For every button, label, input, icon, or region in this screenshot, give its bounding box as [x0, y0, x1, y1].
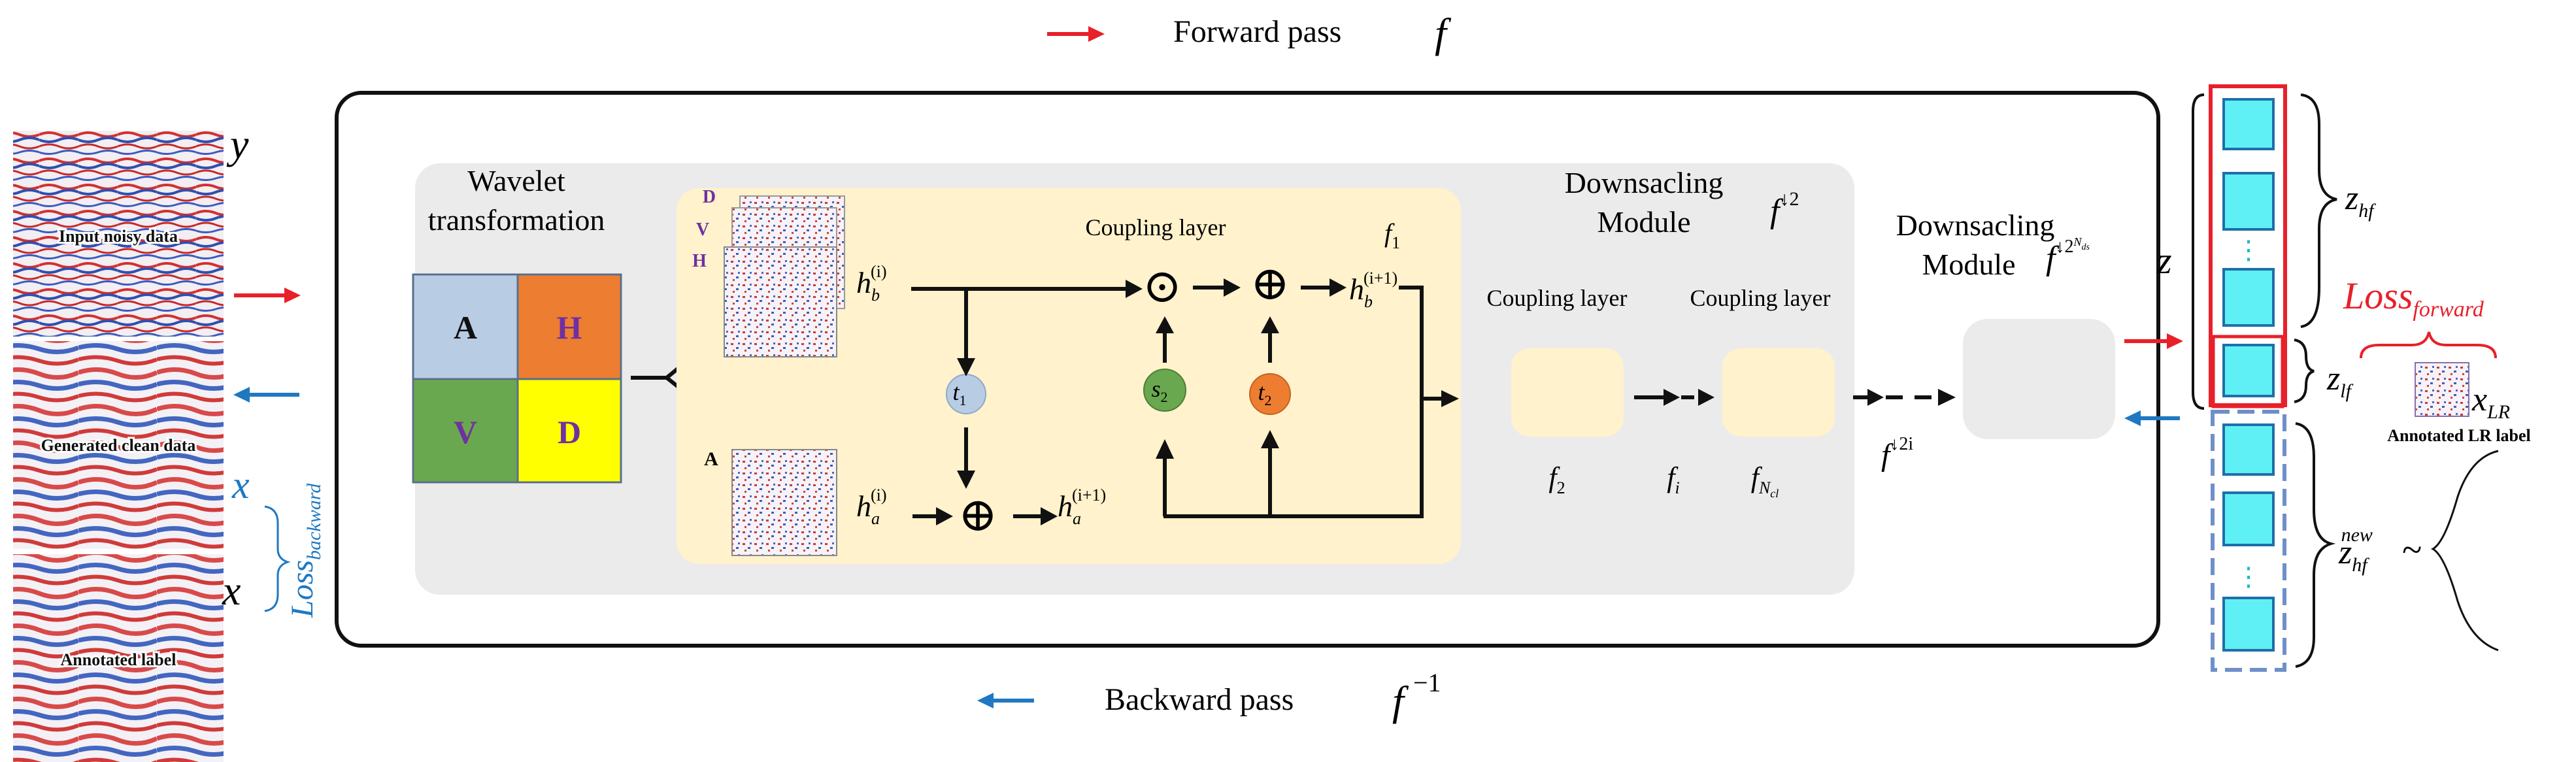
annotated-label-image: Annotated label: [13, 554, 224, 762]
coupling-layer-title: Coupling layer: [1086, 214, 1226, 240]
connector-arrowhead-2: [1938, 389, 1956, 406]
coupling-arrowheads: [936, 278, 1459, 525]
backward-symbol-exponent: −1: [1413, 668, 1441, 697]
lr-label-image: [2415, 362, 2469, 417]
downscaling2-title-line2: Module: [1922, 248, 2015, 281]
quadrant-d: D: [558, 414, 581, 450]
generated-clean-image: Generated clean data: [13, 341, 224, 549]
backward-pass-label: Backward pass: [1105, 682, 1294, 717]
zlf-brace: [2294, 339, 2315, 403]
z-symbol: z: [2156, 239, 2172, 282]
coupling-layer-block: [677, 188, 1461, 564]
coupling-layer-label-2: Coupling layer: [1690, 285, 1831, 311]
forward-input-arrowhead: [284, 288, 301, 303]
loss-backward-brace: [264, 505, 291, 612]
znew-cell-2: [2222, 491, 2275, 546]
ha-i-symbol: ha(i): [856, 486, 887, 528]
forward-latent-arrowhead: [2167, 333, 2183, 349]
input-noisy-caption: Input noisy data: [59, 227, 178, 246]
downscaling1-title-line2: Module: [1597, 205, 1690, 239]
svg-text:s2: s2: [1151, 376, 1167, 405]
wavelet-title-line1: Wavelet: [467, 164, 565, 197]
backward-symbol: f: [1392, 678, 1409, 724]
coupling-layer-box-f2: [1511, 348, 1624, 437]
quadrant-a: A: [454, 309, 477, 346]
x-hat-symbol: x: [231, 463, 250, 506]
downscaling2-title-line1: Downsacling: [1896, 208, 2055, 242]
loss-backward-label: Lossbackward: [285, 483, 325, 618]
quadrant-h: H: [557, 309, 582, 346]
svg-text:t1: t1: [952, 379, 966, 408]
coupling-layer-box-fncl: [1722, 348, 1835, 437]
backward-latent-arrowhead: [2124, 410, 2141, 426]
downscaling1-title-line1: Downsacling: [1565, 166, 1724, 199]
y-symbol: y: [226, 121, 249, 167]
znew-blue-dashed-frame: [2211, 410, 2286, 672]
znew-label: zhfnew: [2338, 524, 2373, 576]
annotated-label-caption: Annotated label: [61, 650, 176, 669]
stack-h-label: H: [692, 251, 707, 271]
ha-next-symbol: ha(i+1): [1058, 486, 1106, 528]
x-symbol: x: [222, 567, 241, 614]
quadrant-v: V: [454, 414, 477, 450]
chain-arrowhead-1: [1664, 389, 1680, 406]
connector-arrowhead-1: [1867, 389, 1884, 406]
znew-cell-3: [2222, 597, 2275, 652]
hb-i-symbol: hb(i): [856, 262, 887, 305]
znew-cell-1: [2222, 423, 2275, 476]
zlf-red-frame: [2211, 335, 2284, 408]
zhf-cell-3: [2222, 268, 2275, 327]
gaussian-tilde: ~: [2402, 530, 2422, 571]
svg-text:t2: t2: [1258, 379, 1271, 408]
wavelet-title-line2: transformation: [428, 203, 605, 237]
forward-symbol: f: [1435, 10, 1452, 56]
backward-legend-arrowhead: [977, 693, 994, 708]
coupling-connections: [911, 286, 1443, 518]
fncl-symbol: fNcl: [1751, 461, 1779, 500]
forward-legend-arrowhead: [1088, 26, 1105, 42]
zhf-cell-2: [2222, 172, 2275, 231]
approximation-subband: [731, 449, 837, 556]
loss-forward-label: Lossforward: [2343, 274, 2484, 322]
backward-output-arrowhead: [233, 387, 250, 403]
oplus-operator-bottom: ⊕: [958, 489, 997, 541]
zlf-cell: [2222, 344, 2275, 397]
subband-a-label: A: [704, 448, 718, 470]
xlr-label: xLR: [2471, 381, 2510, 423]
t1-node: t1: [946, 374, 986, 414]
zhf-brace: [2300, 93, 2337, 328]
oplus-operator-top: ⊕: [1250, 257, 1290, 310]
zhf-label: zhf: [2345, 180, 2376, 222]
zhf-cell-1: [2222, 98, 2275, 150]
s2-node: s2: [1143, 369, 1186, 412]
hb-next-symbol: hb(i+1): [1349, 269, 1397, 311]
downscaling-module-2: [1963, 319, 2115, 439]
wavelet-quadrants: A H V D: [412, 273, 622, 484]
stack-v-label: V: [696, 220, 709, 240]
input-noisy-image: Input noisy data: [13, 131, 224, 337]
loss-forward-brace: [2360, 331, 2497, 359]
generated-clean-caption: Generated clean data: [41, 436, 196, 455]
downscaling1-symbol: f↓2: [1770, 188, 1799, 230]
stack-d-label: D: [703, 187, 716, 207]
zlf-label: zlf: [2326, 360, 2354, 402]
z-left-bracket: [2192, 93, 2205, 410]
gaussian-curve: [2430, 450, 2499, 652]
detail-subband-stack: [724, 195, 845, 357]
latent-cells: [2222, 98, 2275, 652]
forward-pass-label: Forward pass: [1173, 14, 1341, 49]
annotated-lr-caption: Annotated LR label: [2387, 426, 2531, 445]
znew-dots: ⋮: [2235, 562, 2262, 591]
coupling-layer-label-1: Coupling layer: [1487, 285, 1628, 311]
znew-brace: [2295, 422, 2336, 668]
chain-arrowhead-2: [1698, 389, 1715, 406]
t2-node: t2: [1249, 373, 1291, 415]
odot-operator: ⊙: [1143, 260, 1182, 312]
zhf-dots: ⋮: [2235, 235, 2262, 265]
svg-text:Lossbackward: Lossbackward: [285, 483, 325, 618]
